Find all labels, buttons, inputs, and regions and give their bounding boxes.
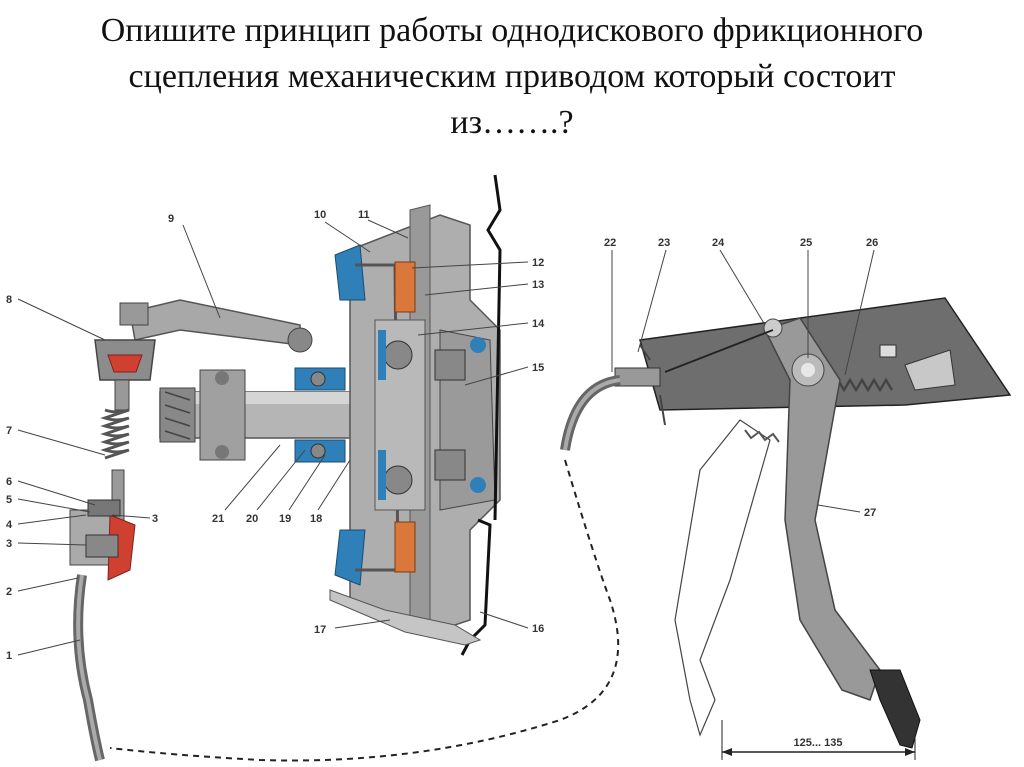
part-label-11: 11	[358, 209, 370, 221]
pedal-cable	[560, 329, 774, 451]
part-label-3-left: 3	[6, 538, 12, 550]
part-label-25: 25	[800, 237, 812, 249]
part-label-19: 19	[279, 513, 291, 525]
part-label-5: 5	[6, 494, 12, 506]
part-label-22: 22	[604, 237, 616, 249]
title-line-3: из…….?	[450, 104, 574, 141]
slave-cylinder	[94, 339, 156, 411]
part-label-21: 21	[212, 513, 224, 525]
part-label-2: 2	[6, 586, 12, 598]
title-line-2: сцепления механическим приводом который …	[128, 58, 896, 95]
cable-bracket	[69, 499, 136, 581]
clutch-fork-lever	[119, 299, 313, 353]
clutch-cable-sheath	[73, 574, 105, 762]
leader-lines	[17, 219, 875, 656]
part-label-12: 12	[532, 257, 544, 269]
part-label-15: 15	[532, 362, 544, 374]
part-label-24: 24	[712, 237, 725, 249]
part-label-27: 27	[864, 507, 876, 519]
pedal-pad	[869, 669, 921, 749]
release-bearing	[294, 367, 346, 463]
part-label-10: 10	[314, 209, 326, 221]
part-label-6: 6	[6, 476, 12, 488]
part-label-1: 1	[6, 650, 12, 662]
part-label-9: 9	[168, 213, 174, 225]
part-label-20: 20	[246, 513, 258, 525]
part-label-3-right: 3	[152, 513, 158, 525]
pedal-bracket	[639, 297, 1012, 411]
driven-disc-hub	[374, 319, 426, 511]
part-label-17: 17	[314, 624, 326, 636]
slide-title: Опишите принцип работы однодискового фри…	[0, 8, 1024, 146]
part-label-4: 4	[6, 519, 13, 531]
pedal-ghost-position	[674, 419, 780, 737]
flywheel	[434, 329, 496, 511]
part-label-7: 7	[6, 425, 12, 437]
cable-routing-dashed	[109, 459, 620, 762]
part-label-13: 13	[532, 279, 544, 291]
part-label-14: 14	[532, 318, 545, 330]
part-label-26: 26	[866, 237, 878, 249]
part-label-23: 23	[658, 237, 670, 249]
part-label-8: 8	[6, 294, 12, 306]
dimension-label: 125... 135	[794, 737, 843, 749]
engine-block-edge	[460, 174, 502, 656]
part-label-18: 18	[310, 513, 322, 525]
part-label-16: 16	[532, 623, 544, 635]
friction-linings	[394, 261, 416, 573]
title-line-1: Опишите принцип работы однодискового фри…	[100, 12, 924, 49]
dimension-indicator: 125... 135	[721, 720, 916, 760]
bellhousing-cover	[329, 589, 482, 646]
part-labels: 1 2 3 3 4 5 6 7 8 9 10 11 12 13 14 15 16…	[6, 209, 878, 662]
